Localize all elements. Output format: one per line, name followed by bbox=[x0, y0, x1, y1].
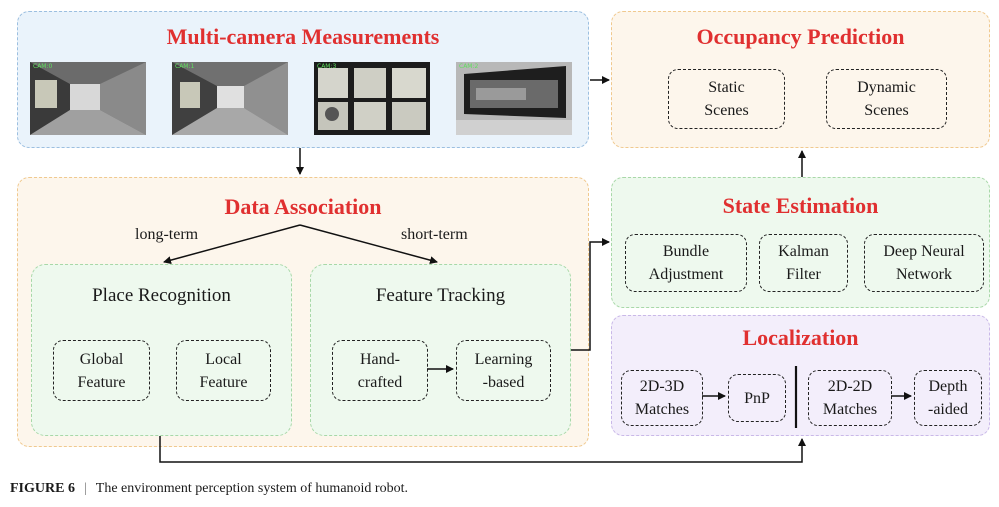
static-scenes-box: Static Scenes bbox=[668, 69, 785, 129]
kalman-filter-box: Kalman Filter bbox=[759, 234, 848, 292]
feature-tracking-to-state-estimation-arrow bbox=[571, 238, 610, 351]
place-recognition-panel: Place Recognition Global Feature Local F… bbox=[31, 264, 292, 436]
figure-caption: FIGURE 6 | The environment perception syst… bbox=[10, 481, 408, 497]
corridor-image-0 bbox=[30, 62, 146, 135]
learning-based-box: Learning -based bbox=[456, 340, 551, 401]
caption-separator: | bbox=[83, 481, 87, 496]
depth-aided-box: Depth -aided bbox=[914, 370, 982, 426]
camera-tag-1: CAM:1 bbox=[175, 63, 195, 70]
camera-image-1: CAM:1 bbox=[172, 62, 288, 135]
camera-image-2: CAM:3 bbox=[314, 62, 430, 135]
feature-tracking-title: Feature Tracking bbox=[375, 285, 506, 306]
global-feature-box: Global Feature bbox=[53, 340, 150, 401]
short-term-arrow bbox=[299, 224, 438, 265]
camera-image-0: CAM:0 bbox=[30, 62, 146, 135]
localization-panel: Localization 2D-3D Matches PnP 2D-2D Mat… bbox=[611, 315, 990, 436]
dynamic-scenes-box: Dynamic Scenes bbox=[826, 69, 947, 129]
caption-text: The environment perception system of hum… bbox=[95, 481, 408, 496]
long-term-label: long-term bbox=[135, 226, 199, 243]
pnp-box: PnP bbox=[728, 374, 786, 422]
hand-crafted-box: Hand- crafted bbox=[332, 340, 428, 401]
camera-tag-2: CAM:3 bbox=[317, 63, 337, 70]
short-term-label: short-term bbox=[401, 226, 468, 243]
long-term-arrow bbox=[163, 224, 301, 265]
data-association-title: Data Association bbox=[224, 194, 382, 219]
bundle-adjustment-box: Bundle Adjustment bbox=[625, 234, 747, 292]
occupancy-prediction-panel: Occupancy Prediction Static Scenes Dynam… bbox=[611, 11, 990, 148]
state-estimation-panel: State Estimation Bundle Adjustment Kalma… bbox=[611, 177, 990, 308]
poster-wall-image bbox=[314, 62, 430, 135]
camera-tag-0: CAM:0 bbox=[33, 63, 53, 70]
window-image bbox=[456, 62, 572, 135]
place-recognition-title: Place Recognition bbox=[92, 285, 231, 306]
deep-neural-network-box: Deep Neural Network bbox=[864, 234, 984, 292]
2d-2d-matches-box: 2D-2D Matches bbox=[808, 370, 892, 426]
multi-camera-title: Multi-camera Measurements bbox=[166, 24, 440, 49]
occupancy-prediction-title: Occupancy Prediction bbox=[696, 24, 905, 49]
state-estimation-title: State Estimation bbox=[722, 193, 879, 218]
feature-tracking-panel: Feature Tracking Hand- crafted Learning … bbox=[310, 264, 571, 436]
local-feature-box: Local Feature bbox=[176, 340, 271, 401]
camera-tag-3: CAM:2 bbox=[459, 63, 479, 70]
camera-image-3: CAM:2 bbox=[456, 62, 572, 135]
figure-number: FIGURE 6 bbox=[10, 481, 75, 496]
corridor-image-1 bbox=[172, 62, 288, 135]
place-recognition-to-localization-arrow bbox=[159, 436, 806, 463]
2d-3d-matches-box: 2D-3D Matches bbox=[621, 370, 703, 426]
localization-title: Localization bbox=[742, 325, 859, 350]
